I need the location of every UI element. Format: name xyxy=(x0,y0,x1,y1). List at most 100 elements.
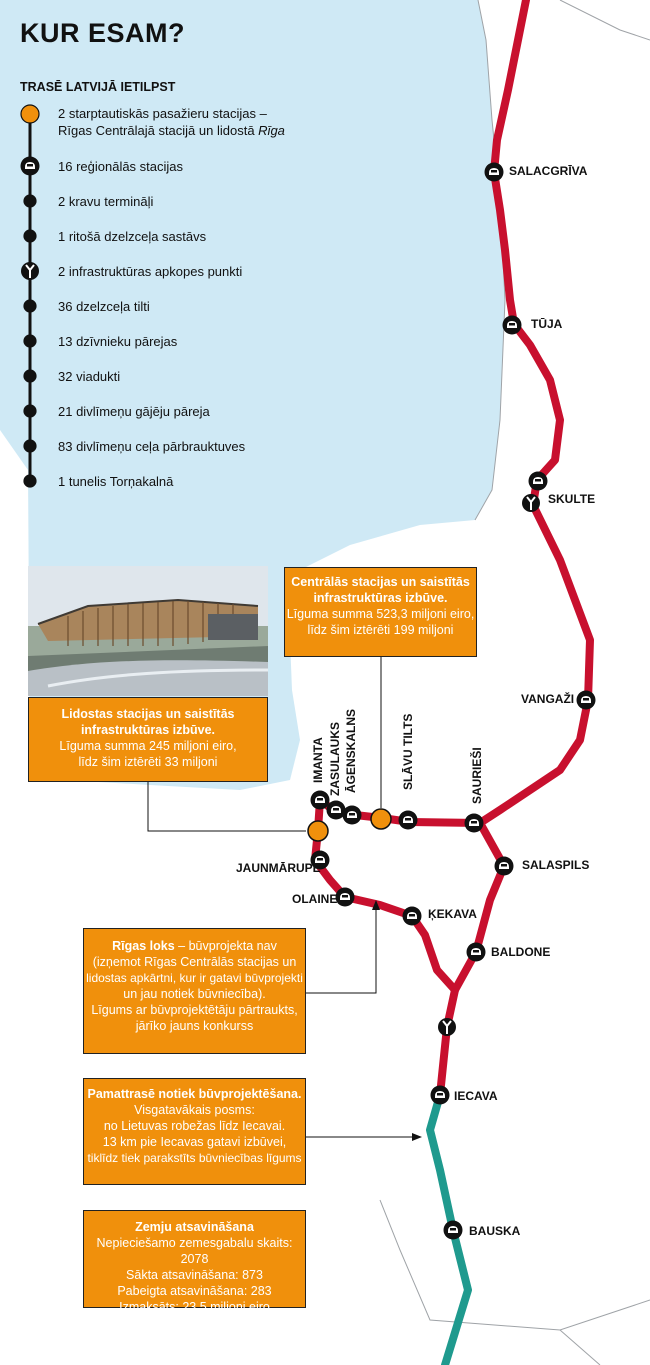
black-dot-icon xyxy=(23,229,37,243)
station-label-imanta: IMANTA xyxy=(311,737,325,783)
legend-item-cargo: 2 kravu termināļi xyxy=(58,194,154,209)
box-line: lidostas apkārtni, kur ir gatavi būvproj… xyxy=(86,971,303,985)
station-label-salacgriva: SALACGRĪVA xyxy=(509,164,588,178)
airport-leader-line xyxy=(147,782,306,832)
station-marker-baldone xyxy=(466,942,486,962)
box-line: Sākta atsavināšana: 873 xyxy=(126,1268,263,1282)
south-border-line-2 xyxy=(559,1329,601,1365)
station-marker-zasulauks xyxy=(326,800,346,820)
black-dot-icon xyxy=(23,334,37,348)
box-heading: Centrālās stacijas un saistītās xyxy=(291,575,470,589)
box-line: Līguma summa 523,3 miljoni eiro, xyxy=(286,607,475,621)
station-label-baldone: BALDONE xyxy=(491,945,551,959)
black-dot-icon xyxy=(23,474,37,488)
station-marker-bauska xyxy=(443,1220,463,1240)
main-route-arrow xyxy=(412,1133,422,1141)
box-heading: infrastruktūras izbūve. xyxy=(80,723,216,737)
black-dot-icon xyxy=(23,404,37,418)
station-marker-tuja xyxy=(502,315,522,335)
station-label-tuja: TŪJA xyxy=(531,317,563,331)
legend-heading: TRASĒ LATVIJĀ IETILPST xyxy=(20,80,176,94)
box-heading: Zemju atsavināšana xyxy=(135,1220,254,1234)
main-route-box: Pamattrasē notiek būvprojektēšana. Visga… xyxy=(83,1078,306,1185)
rail-main-north xyxy=(436,0,594,1099)
box-line: 13 km pie Iecavas gatavi izbūvei, xyxy=(102,1135,287,1149)
legend-item-bridges: 36 dzelzceļa tilti xyxy=(58,299,150,314)
station-marker-salaspils xyxy=(494,856,514,876)
box-line: Visgatavākais posms: xyxy=(134,1103,255,1117)
box-line: līdz šim iztērēti 199 miljoni xyxy=(307,623,454,637)
legend-item-maintenance: 2 infrastruktūras apkopes punkti xyxy=(58,264,243,279)
box-line: jārīko jauns konkurss xyxy=(135,1019,254,1033)
station-marker-vangazi xyxy=(576,690,596,710)
orange-dot-icon xyxy=(20,104,40,124)
airport-station-photo xyxy=(28,566,268,696)
legend-item-rolling-stock: 1 ritošā dzelzceļa sastāvs xyxy=(58,229,207,244)
station-marker-olaine xyxy=(335,887,355,907)
train-station-icon xyxy=(20,156,40,176)
station-label-bauska: BAUSKA xyxy=(469,1224,521,1238)
station-label-olaine: OLAINE xyxy=(292,892,338,906)
central-station-box: Centrālās stacijas un saistītās infrastr… xyxy=(284,567,477,657)
station-marker-iecava xyxy=(430,1085,450,1105)
east-border-line xyxy=(559,0,650,41)
legend-item-animal-crossings: 13 dzīvnieku pārejas xyxy=(58,334,178,349)
rail-south-teal xyxy=(426,1091,472,1365)
box-line: no Lietuvas robežas līdz Iecavai. xyxy=(103,1119,286,1133)
rigas-loks-box: Rīgas loks – būvprojekta nav (izņemot Rī… xyxy=(83,928,306,1054)
rigas-loks-leader-line xyxy=(306,902,377,994)
box-heading: Rīgas loks xyxy=(112,939,175,953)
page-title: KUR ESAM? xyxy=(20,18,185,48)
station-marker-skulte xyxy=(528,471,548,491)
station-label-slavu-tilts: SLĀVU TILTS xyxy=(401,713,415,790)
box-line: – būvprojekta nav xyxy=(174,939,277,953)
station-label-vangazi: VANGAŽI xyxy=(521,692,575,706)
black-dot-icon xyxy=(23,194,37,208)
wrench-icon xyxy=(438,1018,456,1036)
rigas-loks-arrow xyxy=(372,900,380,910)
legend-item-tunnel: 1 tunelis Torņakalnā xyxy=(58,474,174,489)
box-heading: infrastruktūras izbūve. xyxy=(313,591,448,605)
black-dot-icon xyxy=(23,299,37,313)
box-line: un jau notiek būvniecība). xyxy=(123,987,266,1001)
box-line: (izņemot Rīgas Centrālās stacijas un xyxy=(92,955,297,969)
south-border-line xyxy=(379,1199,650,1331)
station-marker-kekava xyxy=(402,906,422,926)
station-label-sauriesi: SAURIEŠI xyxy=(470,747,484,804)
station-marker-jaunmarupe xyxy=(310,850,330,870)
station-label-iecava: IECAVA xyxy=(454,1089,498,1103)
box-line: līdz šim iztērēti 33 miljoni xyxy=(78,755,218,769)
station-label-zasulauks: ZASULAUKS xyxy=(328,722,342,796)
box-heading: Lidostas stacijas un saistītās xyxy=(61,707,235,721)
station-label-kekava: ĶEKAVA xyxy=(428,907,477,921)
black-dot-icon xyxy=(23,369,37,383)
station-label-jaunmarupe: JAUNMĀRUPE xyxy=(236,861,321,875)
box-line: Līguma summa 245 miljoni eiro, xyxy=(59,739,237,753)
legend-item-international: 2 starptautiskās pasažieru stacijas – Rī… xyxy=(58,105,285,139)
box-heading: Pamattrasē notiek būvprojektēšana. xyxy=(87,1087,302,1101)
wrench-icon xyxy=(21,262,39,280)
legend-item-line: 2 starptautiskās pasažieru stacijas – xyxy=(58,106,267,121)
station-label-agenskalns: ĀGENSKALNS xyxy=(344,708,358,793)
box-line: Izmaksāts: 23,5 miljoni eiro xyxy=(119,1300,270,1314)
station-label-skulte: SKULTE xyxy=(548,492,596,506)
black-dot-icon xyxy=(23,439,37,453)
box-line: Pabeigta atsavināšana: 283 xyxy=(117,1284,272,1298)
legend-item-viaducts: 32 viadukti xyxy=(58,369,121,384)
box-line: tiklīdz tiek parakstīts būvniecības līgu… xyxy=(87,1151,302,1165)
station-marker-slavu-tilts xyxy=(398,810,418,830)
station-marker-salacgriva xyxy=(484,162,504,182)
airport-station-box: Lidostas stacijas un saistītās infrastru… xyxy=(28,697,268,782)
station-marker-sauriesi xyxy=(464,813,484,833)
legend-item-regional: 16 reģionālās stacijas xyxy=(58,159,184,174)
wrench-icon xyxy=(522,494,540,512)
airport-station-marker xyxy=(307,820,329,842)
legend-item-road-crossings: 83 divlīmeņu ceļa pārbrauktuves xyxy=(58,439,246,454)
box-line: Nepieciešamo zemesgabalu skaits: 2078 xyxy=(96,1236,293,1266)
legend-item-pedestrian: 21 divlīmeņu gājēju pāreja xyxy=(58,404,210,419)
box-line: Līgums ar būvprojektētāju pārtraukts, xyxy=(91,1003,298,1017)
station-marker-agenskalns xyxy=(342,805,362,825)
central-station-marker xyxy=(370,808,392,830)
station-marker-imanta xyxy=(310,790,330,810)
station-label-salaspils: SALASPILS xyxy=(522,858,590,872)
